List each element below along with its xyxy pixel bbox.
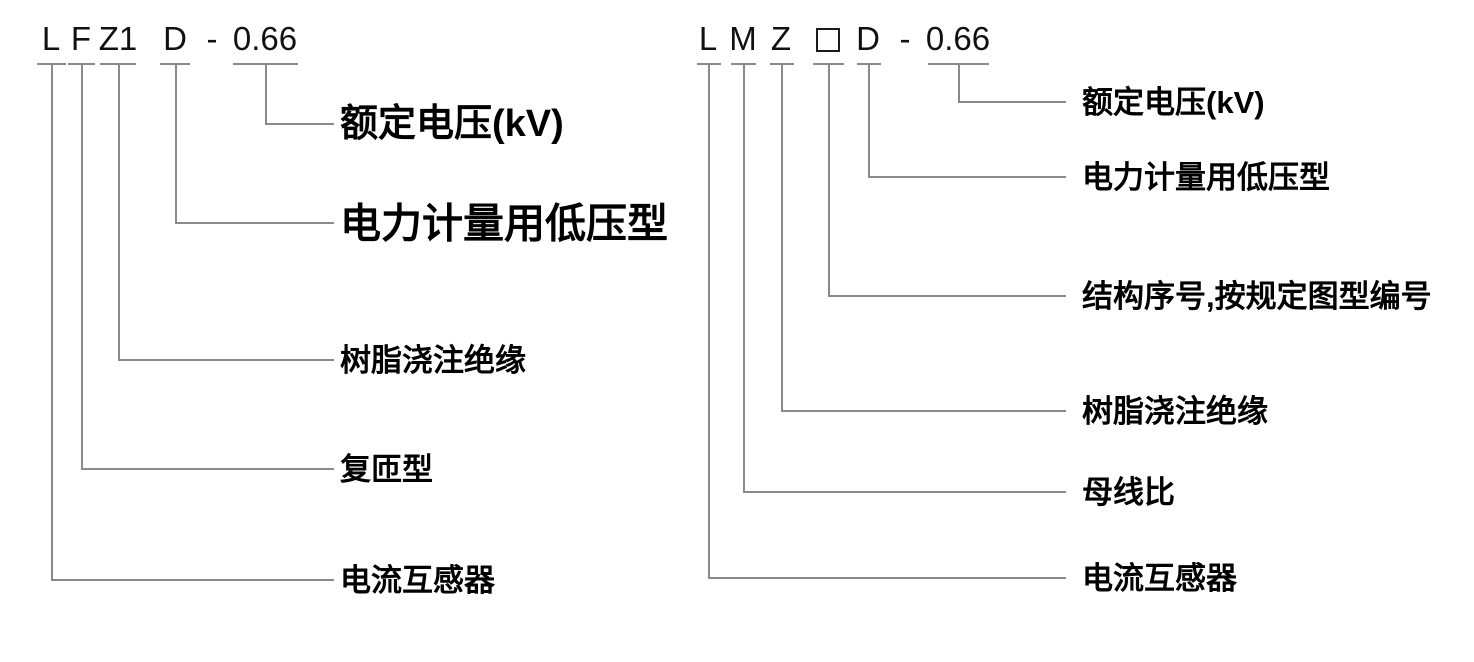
right-label-structure-serial-number: 结构序号,按规定图型编号 — [1082, 278, 1432, 314]
right-label-metering-low-voltage: 电力计量用低压型 — [1082, 159, 1330, 195]
left-code-symbol-voltage: 0.66 — [232, 20, 298, 57]
left-code-symbol-F: F — [70, 20, 92, 57]
right-connector-box — [828, 64, 1066, 297]
right-label-resin-cast-insulation: 树脂浇注绝缘 — [1082, 393, 1268, 429]
right-label-busbar-type: 母线比 — [1082, 474, 1175, 510]
right-connector-Z — [781, 64, 1066, 412]
left-code-separator: - — [206, 20, 218, 57]
left-code-symbol-L: L — [41, 20, 61, 57]
left-label-resin-cast-insulation: 树脂浇注绝缘 — [340, 342, 526, 378]
right-connector-D — [868, 64, 1066, 178]
right-connector-voltage — [958, 64, 1066, 103]
left-connector-voltage — [265, 64, 334, 125]
left-label-metering-low-voltage: 电力计量用低压型 — [340, 200, 668, 247]
right-code-symbol-M: M — [729, 20, 757, 57]
left-label-rated-voltage: 额定电压(kV) — [340, 103, 564, 146]
left-connector-Z1 — [118, 64, 334, 361]
left-connector-F — [81, 64, 334, 470]
right-code-symbol-voltage: 0.66 — [925, 20, 991, 57]
right-code-symbol-L: L — [698, 20, 718, 57]
right-code-placeholder-box-icon — [816, 28, 840, 52]
right-code-symbol-Z: Z — [770, 20, 792, 57]
right-code-symbol-D: D — [856, 20, 880, 57]
right-code-separator: - — [899, 20, 911, 57]
left-connector-D — [175, 64, 334, 224]
left-connector-L — [51, 64, 334, 581]
left-label-multi-turn-type: 复匝型 — [340, 451, 433, 487]
left-code-symbol-Z1: Z1 — [98, 20, 138, 57]
left-code-symbol-D: D — [163, 20, 187, 57]
right-label-rated-voltage: 额定电压(kV) — [1082, 84, 1265, 120]
left-label-current-transformer: 电流互感器 — [340, 562, 495, 598]
right-connector-L — [708, 64, 1066, 579]
right-connector-M — [743, 64, 1066, 493]
right-label-current-transformer: 电流互感器 — [1082, 560, 1237, 596]
